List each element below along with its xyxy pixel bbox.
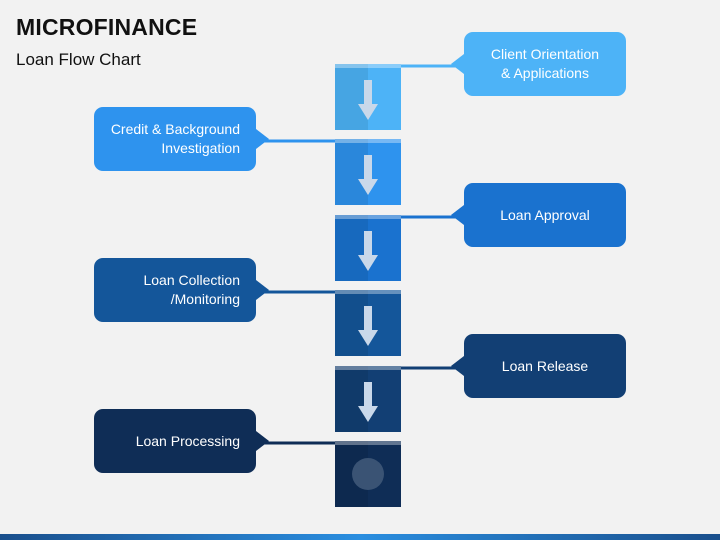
- step-label: Loan Processing: [135, 432, 240, 449]
- step-label: Credit & Background Investigation: [110, 121, 240, 156]
- step-callout-1: Client Orientation & Applications: [451, 32, 626, 96]
- callout-pointer: [256, 431, 269, 451]
- down-arrow-icon: [358, 382, 378, 422]
- callout-pointer: [451, 205, 464, 225]
- down-arrow-icon: [358, 306, 378, 346]
- down-arrow-icon: [358, 80, 378, 120]
- step-label: Client Orientation & Applications: [490, 46, 600, 81]
- bottom-accent-bar: [0, 534, 720, 540]
- step-block-5: [335, 366, 401, 432]
- step-label: Loan Collection /Monitoring: [143, 272, 240, 307]
- down-arrow-icon: [358, 155, 378, 195]
- callout-pointer: [256, 280, 269, 300]
- down-arrow-icon: [358, 231, 378, 271]
- step-callout-2: Credit & Background Investigation: [94, 107, 269, 171]
- step-block-6: [335, 441, 401, 507]
- step-block-1: [335, 64, 401, 130]
- step-callout-6: Loan Processing: [94, 409, 269, 473]
- step-callout-4: Loan Collection /Monitoring: [94, 258, 269, 322]
- step-blocks: [335, 64, 401, 507]
- step-label: Loan Release: [501, 357, 589, 374]
- callout-pointer: [451, 356, 464, 376]
- step-block-3: [335, 215, 401, 281]
- callout-pointer: [451, 54, 464, 74]
- step-block-4: [335, 290, 401, 356]
- page-title: MICROFINANCE: [16, 14, 198, 40]
- step-label: Loan Approval: [500, 206, 590, 223]
- step-callout-3: Loan Approval: [451, 183, 626, 247]
- callout-pointer: [256, 129, 269, 149]
- page-subtitle: Loan Flow Chart: [16, 50, 141, 69]
- end-circle-icon: [352, 458, 384, 490]
- step-callout-5: Loan Release: [451, 334, 626, 398]
- step-block-2: [335, 139, 401, 205]
